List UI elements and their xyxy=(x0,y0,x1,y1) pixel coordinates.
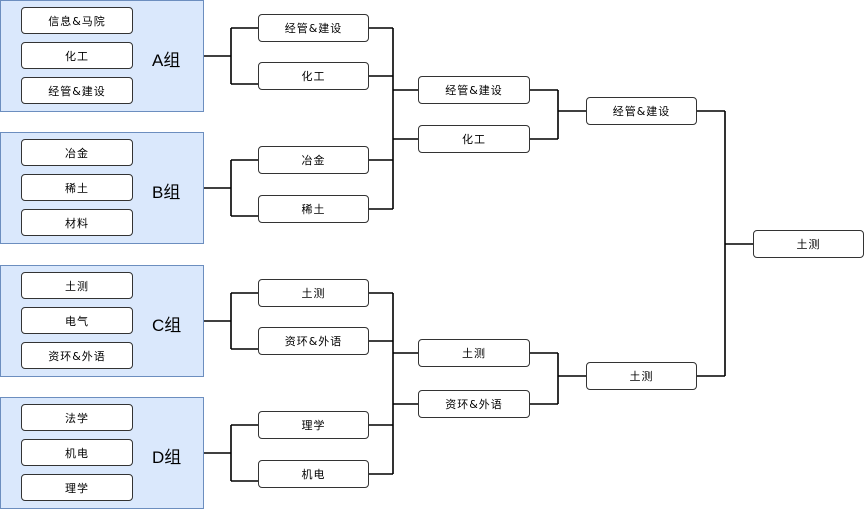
round1-node: 机电 xyxy=(258,460,369,488)
round1-node: 化工 xyxy=(258,62,369,90)
round1-node: 资环&外语 xyxy=(258,327,369,355)
final-node: 土测 xyxy=(586,362,697,390)
round1-node: 冶金 xyxy=(258,146,369,174)
team-box: 电气 xyxy=(21,307,133,334)
team-box: 土测 xyxy=(21,272,133,299)
team-box: 信息&马院 xyxy=(21,7,133,34)
team-box: 经管&建设 xyxy=(21,77,133,104)
team-box: 理学 xyxy=(21,474,133,501)
group-label-a: A组 xyxy=(152,51,181,70)
team-box: 机电 xyxy=(21,439,133,466)
semifinal-node: 资环&外语 xyxy=(418,390,530,418)
team-box: 稀土 xyxy=(21,174,133,201)
group-label-b: B组 xyxy=(152,183,181,202)
round1-node: 经管&建设 xyxy=(258,14,369,42)
final-node: 经管&建设 xyxy=(586,97,697,125)
round1-node: 稀土 xyxy=(258,195,369,223)
team-box: 化工 xyxy=(21,42,133,69)
team-box: 资环&外语 xyxy=(21,342,133,369)
round1-node: 土测 xyxy=(258,279,369,307)
semifinal-node: 经管&建设 xyxy=(418,76,530,104)
group-label-d: D组 xyxy=(152,448,182,467)
champion-node: 土测 xyxy=(753,230,864,258)
group-label-c: C组 xyxy=(152,316,182,335)
team-box: 法学 xyxy=(21,404,133,431)
team-box: 冶金 xyxy=(21,139,133,166)
semifinal-node: 化工 xyxy=(418,125,530,153)
round1-node: 理学 xyxy=(258,411,369,439)
semifinal-node: 土测 xyxy=(418,339,530,367)
team-box: 材料 xyxy=(21,209,133,236)
